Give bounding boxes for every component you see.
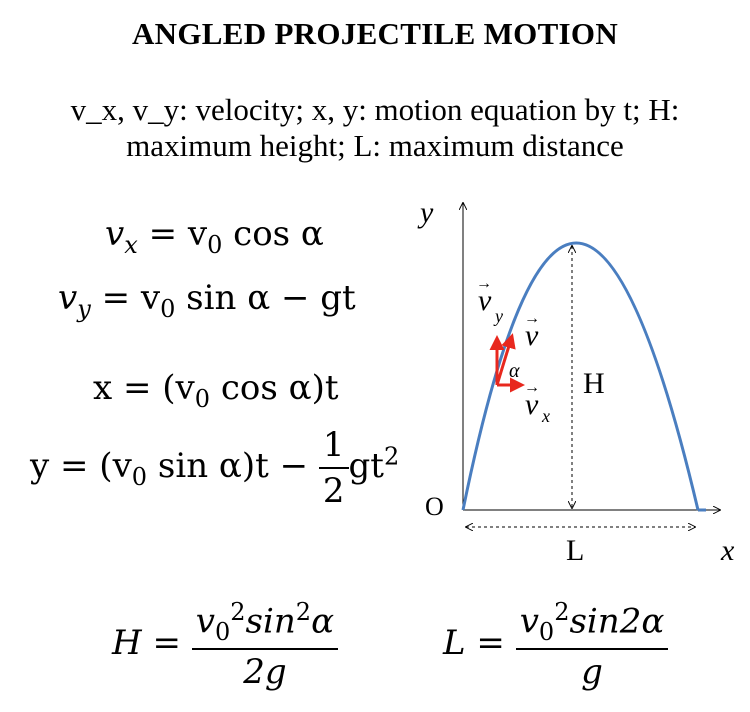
page-title: ANGLED PROJECTILE MOTION xyxy=(131,16,619,51)
vel-x-sub: x xyxy=(541,406,550,426)
y-axis-label: y xyxy=(417,196,434,229)
equation-vx: vx = v0 cos α xyxy=(105,214,324,259)
vel-y-label: v xyxy=(478,284,492,317)
equation-vy: vy = v0 sin α − gt xyxy=(58,278,356,323)
velocity-vector xyxy=(495,333,516,386)
vel-arrow-mark: → xyxy=(524,310,540,327)
vel-x-label: v xyxy=(525,388,539,421)
vel-y-arrow-mark: → xyxy=(476,275,492,292)
distance-label: L xyxy=(566,534,584,567)
page-subtitle: v_x, v_y: velocity; x, y: motion equatio… xyxy=(70,92,680,163)
trajectory-curve xyxy=(461,241,700,511)
x-axis-label: x xyxy=(720,534,735,567)
vel-x-arrow-mark: → xyxy=(524,379,540,396)
vel-label: v xyxy=(525,319,539,352)
vel-y-sub: y xyxy=(493,306,503,326)
equation-x: x = (v0 cos α)t xyxy=(93,368,339,413)
height-label: H xyxy=(583,367,605,400)
origin-label: O xyxy=(425,492,444,521)
angle-label: α xyxy=(509,360,520,382)
